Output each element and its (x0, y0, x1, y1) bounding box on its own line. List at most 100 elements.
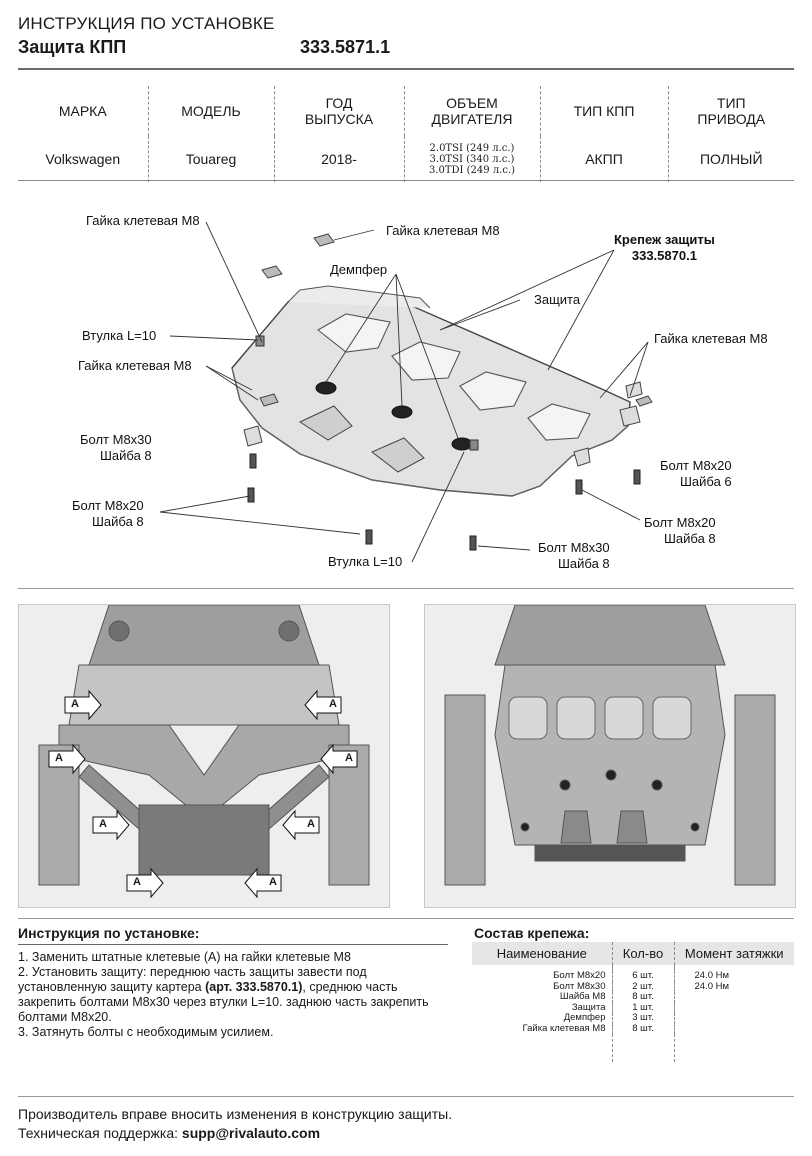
fastener-name: Болт М8х30 (472, 981, 613, 992)
spec-header-model: МОДЕЛЬ (148, 86, 275, 136)
callout-nut-top-mid: Гайка клетевая М8 (386, 223, 500, 238)
marker-a-4: A (345, 752, 353, 764)
callout-nut-right: Гайка клетевая М8 (654, 331, 768, 346)
fastener-row: Шайба М8 8 шт. (472, 991, 794, 1003)
fastener-name: Шайба М8 (472, 991, 613, 1003)
callout-bushing-bottom: Втулка L=10 (328, 554, 403, 569)
footer-support-label: Техническая поддержка: (18, 1125, 182, 1141)
fasteners-header-torque: Момент затяжки (684, 946, 784, 961)
fasteners-title: Состав крепежа: (474, 925, 590, 941)
instruction-step-3: 3. Затянуть болты с необходимым усилием. (18, 1025, 274, 1039)
marker-a-1: A (71, 698, 79, 710)
fastener-qty: 1 шт. (612, 1002, 675, 1013)
underbody-after-drawing (425, 605, 795, 907)
cage-nuts (259, 233, 653, 407)
spec-engine-3: 3.0TDI (249 л.с.) (428, 164, 516, 176)
fastener-row: Защита 1 шт. (472, 1002, 794, 1014)
marker-a-5: A (99, 818, 107, 830)
footer-support: Техническая поддержка: supp@rivalauto.co… (18, 1124, 452, 1143)
spec-engine-1: 2.0TSI (249 л.с.) (429, 142, 515, 154)
instruction-step-1: 1. Заменить штатные клетевые (А) на гайк… (18, 950, 351, 964)
installed-guard (494, 664, 726, 846)
guard-windows (317, 313, 591, 441)
callout-mount-kit-article: 333.5870.1 (631, 248, 697, 263)
photo-divider (18, 918, 794, 919)
spec-brand: Volkswagen (18, 136, 149, 182)
fastener-row: Демпфер 3 шт. (472, 1012, 794, 1024)
footer-notice: Производитель вправе вносить изменения в… (18, 1106, 453, 1122)
callout-bolt-m8x30-left-washer: Шайба 8 (100, 448, 152, 463)
fastener-qty: 8 шт. (612, 1023, 675, 1034)
fasteners-header-name: Наименование (472, 942, 613, 965)
vehicle-spec-table: МАРКА МОДЕЛЬ ГОД ВЫПУСКА ОБЪЕМ ДВИГАТЕЛЯ… (18, 86, 794, 182)
spec-drive: ПОЛНЫЙ (699, 151, 763, 167)
instructions-title: Инструкция по установке: (18, 925, 200, 941)
spec-header-drive: ТИП ПРИВОДА (697, 95, 766, 127)
marker-a-7: A (133, 876, 141, 888)
marker-a-8: A (269, 876, 277, 888)
article-number: 333.5871.1 (300, 37, 391, 57)
spec-header-year: ГОД ВЫПУСКА (274, 86, 405, 136)
instructions-underline (18, 944, 448, 945)
callout-bolt-m8x20-right: Болт М8х20 Шайба 6 (660, 458, 732, 490)
product-name: Защита КПП (18, 37, 127, 57)
callout-nut-top-left: Гайка клетевая М8 (86, 213, 200, 228)
support-email-link[interactable]: supp@rivalauto.com (181, 1125, 321, 1141)
callout-bolt-m8x20-left-bolt: Болт М8х20 (72, 498, 144, 513)
spec-gearbox: АКПП (540, 136, 669, 182)
underbody-after-photo (424, 604, 796, 908)
fastener-name: Гайка клетевая М8 (472, 1023, 613, 1034)
fastener-name: Защита (472, 1002, 613, 1013)
guard-plate (231, 293, 631, 497)
header-divider (18, 68, 794, 70)
spec-header-gearbox: ТИП КПП (540, 86, 669, 136)
spec-year: 2018- (274, 136, 405, 182)
spec-engines: 2.0TSI (249 л.с.) 3.0TSI (340 л.с.) 3.0T… (404, 136, 541, 182)
callout-bolt-m8x30-bottom-bolt: Болт М8х30 (538, 540, 610, 555)
footer-divider (18, 1096, 794, 1097)
fastener-row: Болт М8х20 6 шт. 24.0 Нм (472, 970, 794, 982)
instruction-step-2-text-a: 2. Установить защиту: переднюю часть защ… (18, 965, 367, 994)
callout-bolt-m8x30-left-bolt: Болт М8х30 (80, 432, 152, 447)
fastener-torque (674, 1024, 794, 1035)
fastener-name: Демпфер (472, 1012, 613, 1024)
fastener-torque (674, 1003, 794, 1014)
leader-lines (159, 221, 649, 563)
callout-nut-left: Гайка клетевая М8 (78, 358, 192, 373)
marker-a-6: A (307, 818, 315, 830)
bushings (255, 335, 479, 451)
callout-bolt-m8x20-right2-washer: Шайба 8 (664, 531, 716, 546)
marker-a-3: A (55, 752, 63, 764)
instruction-step-2-ref: (арт. 333.5870.1) (205, 980, 303, 994)
callout-bolt-m8x20-right-bolt: Болт М8х20 (660, 458, 732, 473)
fastener-qty: 3 шт. (612, 1012, 675, 1024)
fastener-qty: 8 шт. (612, 991, 675, 1003)
marker-a-2: A (329, 698, 337, 710)
fastener-row: Болт М8х30 2 шт. 24.0 Нм (472, 980, 794, 992)
callout-bolt-m8x20-left: Болт М8х20 Шайба 8 (72, 498, 144, 530)
instruction-step-2: 2. Установить защиту: переднюю часть защ… (18, 965, 450, 1025)
fastener-qty: 6 шт. (612, 970, 675, 982)
callout-guard: Защита (534, 292, 581, 307)
fastener-torque (674, 992, 794, 1003)
callout-bolt-m8x30-bottom: Болт М8х30 Шайба 8 (538, 540, 610, 572)
fasteners-header-row: Наименование Кол-во Момент затяжки (472, 942, 794, 965)
spec-divider (18, 180, 794, 181)
instruction-step-2-text-b: , среднюю часть закрепить болтами М8х30 … (18, 980, 429, 1024)
bolts (247, 453, 641, 551)
fastener-torque (674, 1013, 794, 1024)
callout-bushing-top: Втулка L=10 (82, 328, 157, 343)
spec-header-engine: ОБЪЕМ ДВИГАТЕЛЯ (404, 86, 541, 136)
spec-model: Touareg (148, 136, 275, 182)
underbody-before-drawing (19, 605, 389, 907)
marker-arrows (48, 689, 358, 899)
fastener-qty: 2 шт. (612, 981, 675, 992)
fasteners-table: Наименование Кол-во Момент затяжки Болт … (472, 942, 794, 1062)
callout-bolt-m8x20-right2: Болт М8х20 Шайба 8 (644, 515, 716, 547)
spec-header-brand: МАРКА (18, 86, 149, 136)
callout-damper: Демпфер (330, 262, 388, 277)
spec-header-row: МАРКА МОДЕЛЬ ГОД ВЫПУСКА ОБЪЕМ ДВИГАТЕЛЯ… (18, 86, 794, 136)
callout-mount-kit-title: Крепеж защиты (614, 232, 715, 247)
instructions-body: 1. Заменить штатные клетевые (А) на гайк… (18, 950, 450, 1040)
fastener-torque: 24.0 Нм (694, 980, 730, 992)
